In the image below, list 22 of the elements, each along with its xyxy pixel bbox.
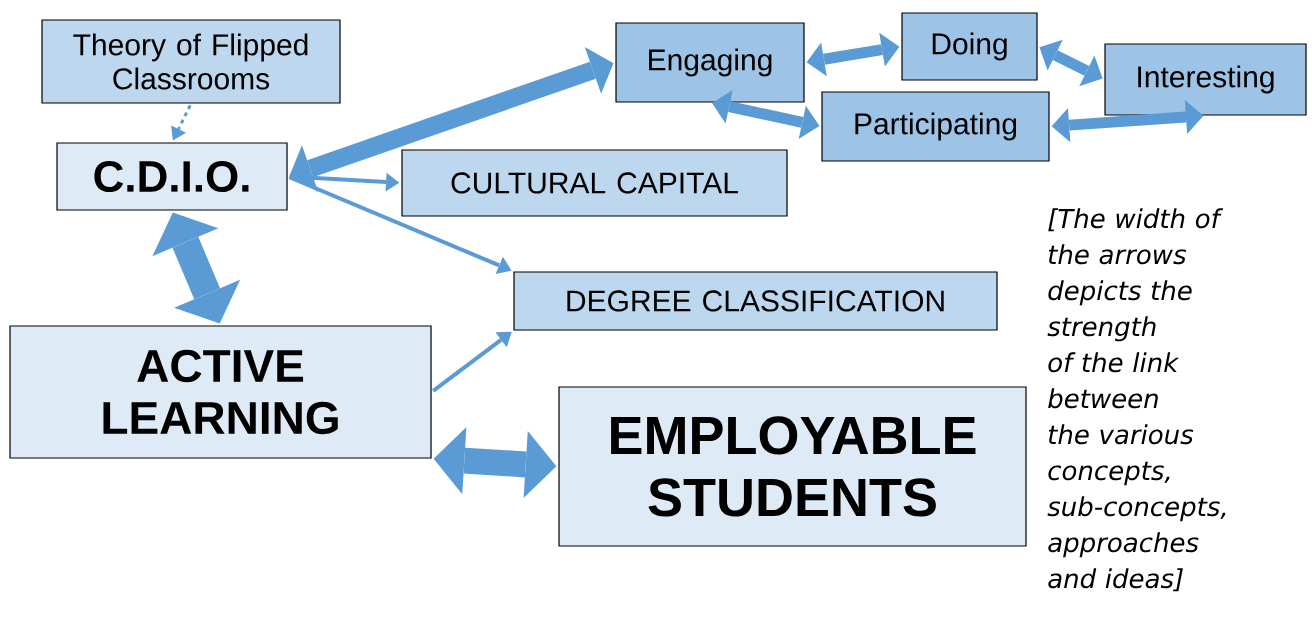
concept-box: Doing (901, 12, 1038, 81)
concept-box: Interesting (1104, 43, 1307, 116)
arrow (171, 104, 192, 141)
arrow (289, 172, 400, 192)
arrow (288, 175, 512, 275)
concept-box: DEGREE CLASSIFICATION (513, 271, 998, 331)
concept-box: Participating (821, 91, 1050, 162)
concept-box: EMPLOYABLE STUDENTS (558, 386, 1027, 547)
arrow (1039, 39, 1103, 87)
arrow (806, 32, 900, 77)
arrow (152, 212, 241, 324)
concept-box: C.D.I.O. (56, 142, 288, 211)
concept-box: CULTURAL CAPITAL (401, 149, 788, 217)
concept-box: Theory of Flipped Classrooms (41, 19, 341, 104)
arrow (289, 46, 614, 193)
note-text: [The width of the arrows depicts the strength of the link between the various concepts, sub-concepts, approaches and ideas] (1047, 208, 1226, 592)
arrow (1051, 99, 1204, 143)
arrow (433, 427, 557, 498)
arrow (711, 90, 820, 140)
concept-box: ACTIVE LEARNING (9, 325, 432, 459)
concept-box: Engaging (615, 22, 805, 103)
arrow (432, 331, 512, 393)
